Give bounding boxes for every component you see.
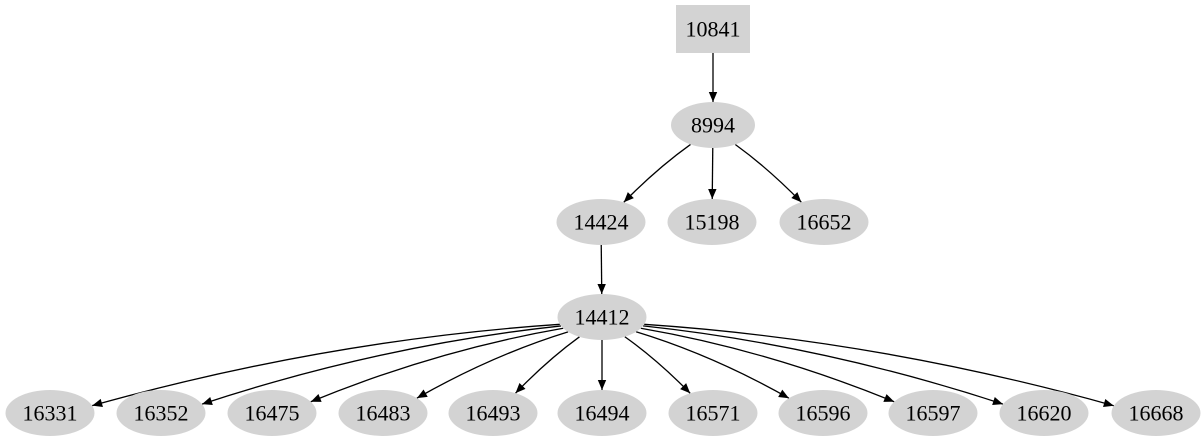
edge-14412-16493 xyxy=(515,336,580,394)
node-ellipse xyxy=(338,390,428,436)
node-label: 16483 xyxy=(356,400,411,425)
node-label: 16596 xyxy=(796,400,851,425)
node-16652: 16652 xyxy=(779,199,869,245)
node-15198: 15198 xyxy=(667,199,757,245)
edge-8994-15198 xyxy=(708,147,717,200)
node-label: 16352 xyxy=(134,400,189,425)
node-ellipse xyxy=(448,390,538,436)
node-ellipse xyxy=(557,294,647,340)
node-label: 16494 xyxy=(575,400,630,425)
edge-14412-16597 xyxy=(640,327,895,403)
node-label: 16331 xyxy=(23,400,78,425)
node-ellipse xyxy=(5,390,95,436)
node-label: 16493 xyxy=(466,400,521,425)
node-16331: 16331 xyxy=(5,390,95,436)
node-label: 16597 xyxy=(906,400,961,425)
edge-14412-16571 xyxy=(624,336,691,394)
node-ellipse xyxy=(116,390,206,436)
node-ellipse xyxy=(1111,390,1201,436)
node-ellipse xyxy=(779,199,869,245)
node-label: 16668 xyxy=(1129,400,1184,425)
node-8994: 8994 xyxy=(671,102,755,148)
node-label: 16571 xyxy=(686,400,741,425)
edges-layer xyxy=(92,53,1114,408)
node-16483: 16483 xyxy=(338,390,428,436)
edge-14424-14412 xyxy=(597,244,606,295)
edge-14412-16668 xyxy=(644,323,1114,408)
edge-8994-16652 xyxy=(734,143,802,203)
node-ellipse xyxy=(778,390,868,436)
node-14412: 14412 xyxy=(557,294,647,340)
node-ellipse xyxy=(671,102,755,148)
node-label: 15198 xyxy=(685,209,740,234)
node-16475: 16475 xyxy=(227,390,317,436)
node-label: 14424 xyxy=(574,209,629,234)
edge-14412-16352 xyxy=(201,325,562,405)
node-ellipse xyxy=(556,199,646,245)
node-ellipse xyxy=(667,199,757,245)
node-ellipse xyxy=(999,390,1089,436)
node-label: 8994 xyxy=(691,112,735,137)
node-box xyxy=(676,5,750,53)
node-ellipse xyxy=(557,390,647,436)
node-ellipse xyxy=(227,390,317,436)
edge-14412-16331 xyxy=(92,323,560,408)
nodes-layer: 10841 8994 14424 15198 16652 14412 16331 16352 1… xyxy=(5,5,1201,436)
edge-14412-16475 xyxy=(310,327,564,403)
edge-14412-16620 xyxy=(642,325,1004,405)
node-ellipse xyxy=(888,390,978,436)
node-label: 16475 xyxy=(245,400,300,425)
node-label: 10841 xyxy=(686,16,741,41)
node-16493: 16493 xyxy=(448,390,538,436)
edge-14412-16483 xyxy=(416,331,569,399)
node-label: 16620 xyxy=(1017,400,1072,425)
node-16668: 16668 xyxy=(1111,390,1201,436)
node-ellipse xyxy=(668,390,758,436)
node-16620: 16620 xyxy=(999,390,1089,436)
node-16596: 16596 xyxy=(778,390,868,436)
node-14424: 14424 xyxy=(556,199,646,245)
node-label: 14412 xyxy=(575,304,630,329)
node-16494: 16494 xyxy=(557,390,647,436)
node-10841: 10841 xyxy=(676,5,750,53)
edge-8994-14424 xyxy=(623,143,691,203)
node-label: 16652 xyxy=(797,209,852,234)
node-16571: 16571 xyxy=(668,390,758,436)
node-16597: 16597 xyxy=(888,390,978,436)
edge-14412-16596 xyxy=(635,331,790,399)
node-16352: 16352 xyxy=(116,390,206,436)
